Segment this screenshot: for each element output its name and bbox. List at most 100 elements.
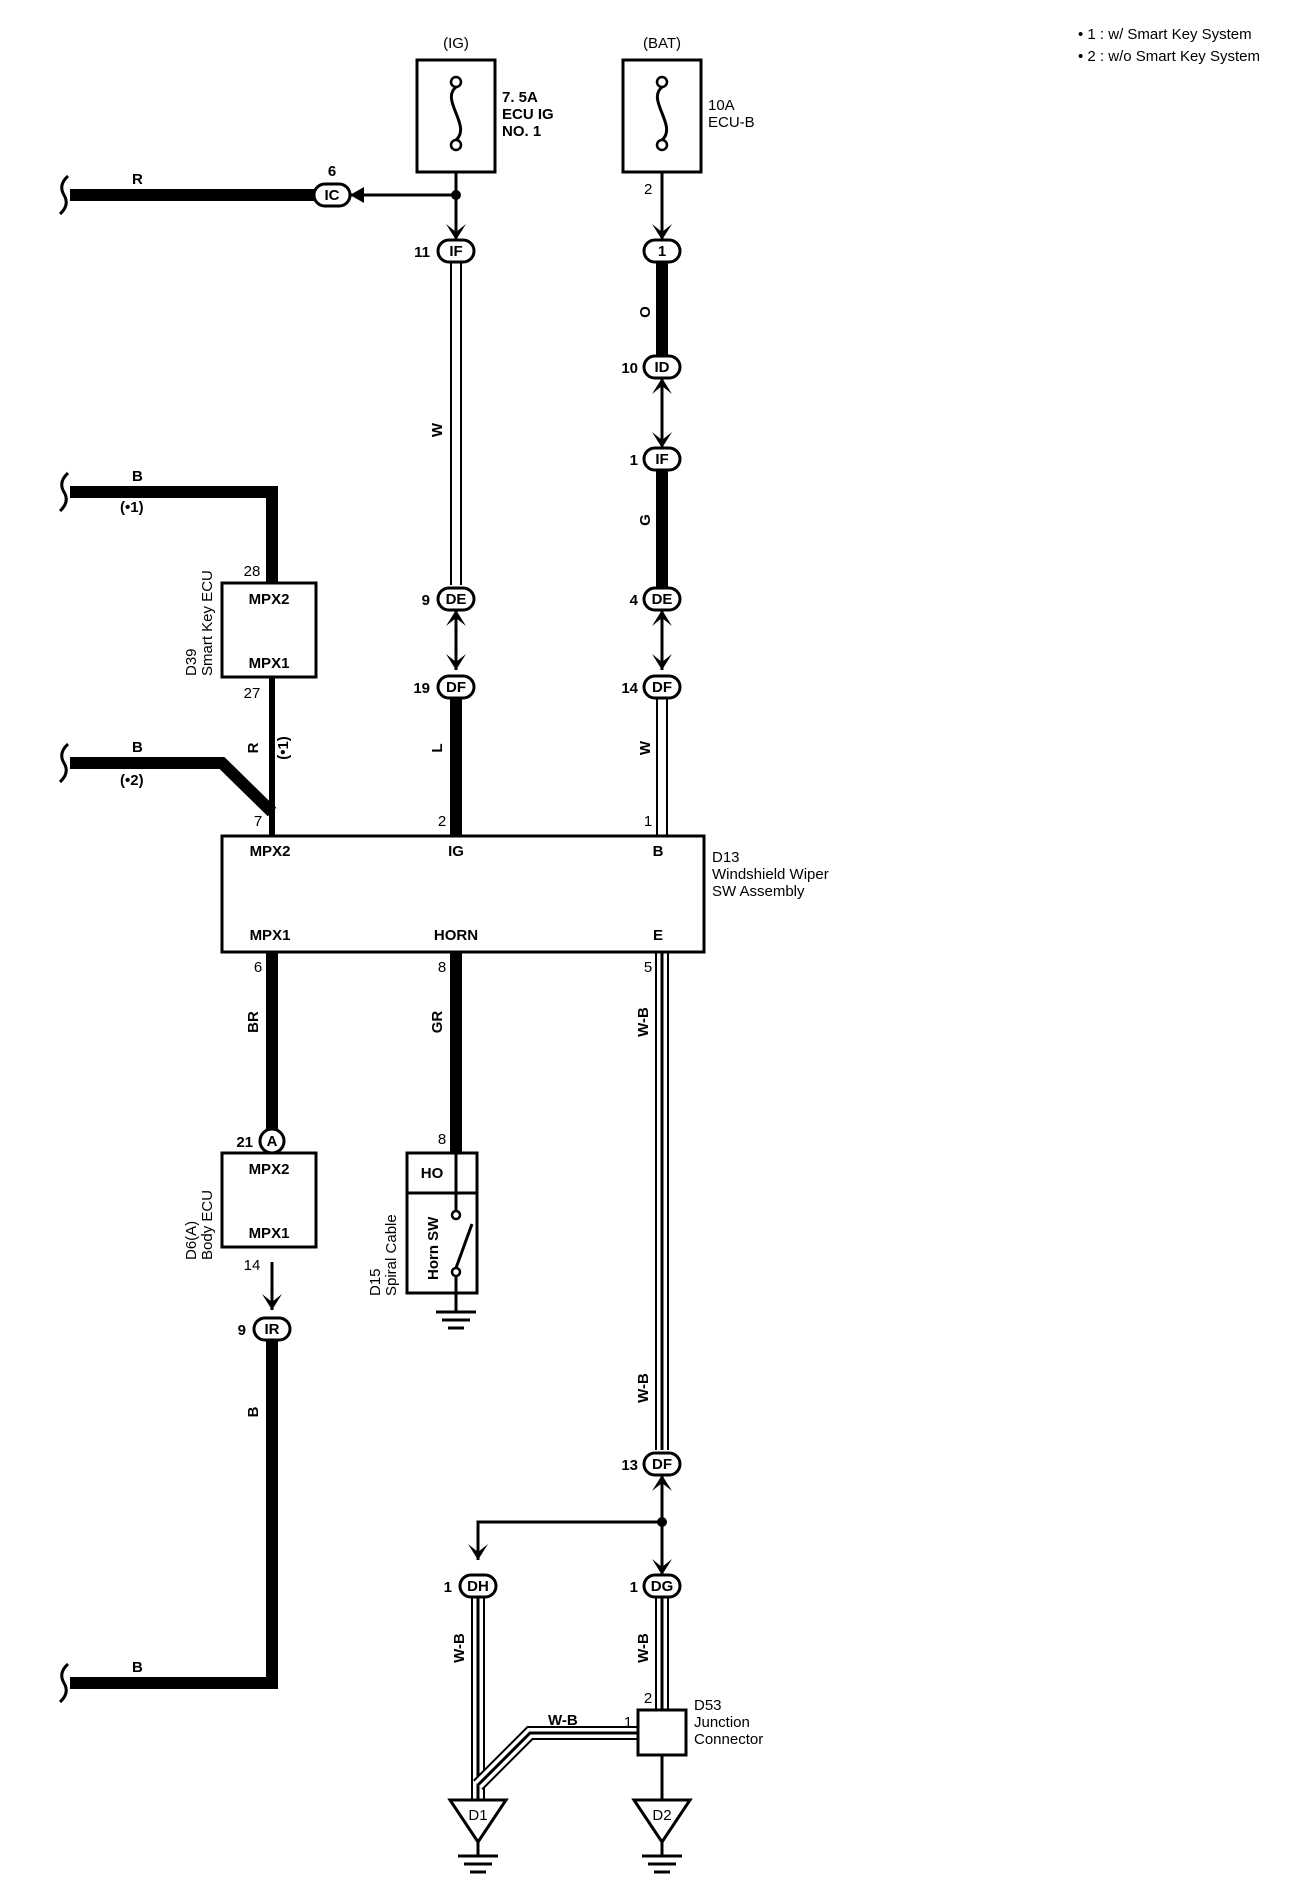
connectors-de-ig-code-label: DE xyxy=(446,591,467,608)
body-ecu: MPX2 MPX1 14 D6(A) Body ECU xyxy=(183,1151,318,1274)
connectors-df-bat-code-label: DF xyxy=(652,679,672,696)
components-wiper-sw-pins-mpx2-label: MPX2 xyxy=(250,843,291,860)
connectors-ir-pin-label: 9 xyxy=(238,1322,246,1339)
label-w-bat: W xyxy=(637,740,654,755)
arrow-de-ig-up xyxy=(446,610,466,626)
arrow-ir xyxy=(262,1294,282,1310)
connectors-df-bat-pin-label: 14 xyxy=(621,680,638,697)
components-body-ecu-pin-top-label: MPX2 xyxy=(249,1161,290,1178)
fuse-bat-rating: 10A xyxy=(708,97,735,114)
components-wiper-sw-pins-b-label: B xyxy=(653,843,664,860)
connectors: IC 6 IF 11 1 ID 10 IF 1 DE 9 xyxy=(236,163,682,1599)
arrow-if-bat xyxy=(652,224,672,240)
connector-if-ig: IF 11 xyxy=(414,238,476,264)
ground-d1: D1 xyxy=(447,1798,509,1874)
connectors-df-ground-code-label: DF xyxy=(652,1456,672,1473)
label-b-bottom: B xyxy=(132,1659,143,1676)
components-wiper-sw-pins-horn-label: HORN xyxy=(434,927,478,944)
label-b-1: B xyxy=(132,468,143,485)
components-wiper-sw-pin-nos-b-label: 1 xyxy=(644,813,652,830)
connectors-de-bat-code-label: DE xyxy=(652,591,673,608)
components-smart-key-ecu-pin-bottom-no-label: 27 xyxy=(244,685,261,702)
fuse-bat: (BAT) 10A ECU-B 2 xyxy=(621,35,755,198)
connectors-de-bat-pin-label: 4 xyxy=(630,592,639,609)
label-r-mpx: R xyxy=(245,742,262,753)
components-wiper-sw-pin-nos-horn-label: 8 xyxy=(438,959,446,976)
components-junction-pin-left-label: 1 xyxy=(624,1714,632,1731)
wire-end-r xyxy=(58,174,70,216)
components-smart-key-ecu-name-label: Smart Key ECU xyxy=(199,570,216,676)
connector-a-body: A 21 xyxy=(236,1127,286,1155)
connectors-a-body-pin-label: 21 xyxy=(236,1134,253,1151)
arrows xyxy=(262,187,672,1575)
fuse-bat-source: (BAT) xyxy=(643,35,681,52)
components-wiper-sw-name2-label: SW Assembly xyxy=(712,883,805,900)
arrow-df-bat xyxy=(652,654,672,670)
label-r-top: R xyxy=(132,171,143,188)
fuse-bat-out-pin: 2 xyxy=(644,181,652,198)
components-grounds-d2-label: D2 xyxy=(652,1807,671,1824)
legend-item-1: • 1 : w/ Smart Key System xyxy=(1078,26,1252,43)
label-wb-lower: W-B xyxy=(635,1373,652,1403)
components-wiper-sw-pins-e-label: E xyxy=(653,927,663,944)
connectors-df-ig-pin-label: 19 xyxy=(413,680,430,697)
connector-df-bat: DF 14 xyxy=(621,674,682,700)
components-wiper-sw-pin-nos-mpx2-label: 7 xyxy=(254,813,262,830)
connectors-if-bat-top-pin-label: 1 xyxy=(658,243,666,260)
connectors-if-ig-code-label: IF xyxy=(449,243,462,260)
components-body-ecu-code-label: D6(A) xyxy=(183,1221,200,1260)
wire-split-dh xyxy=(476,1520,662,1560)
junction-dots xyxy=(451,190,667,1738)
wire-b-ir xyxy=(70,1340,278,1689)
label-b-2: B xyxy=(132,739,143,756)
components-spiral-cable-code-label: D15 xyxy=(367,1268,384,1296)
label-wb-junction: W-B xyxy=(548,1712,578,1729)
connector-dg: DG 1 xyxy=(630,1573,682,1599)
arrow-dh xyxy=(468,1544,488,1560)
components-spiral-cable-pin-no-label: 8 xyxy=(438,1131,446,1148)
components-smart-key-ecu-pin-bottom-label: MPX1 xyxy=(249,655,290,672)
fuse-bat-name1: ECU-B xyxy=(708,114,755,131)
wire-end-b1 xyxy=(58,471,70,513)
connector-id: ID 10 xyxy=(621,354,682,380)
connectors-a-body-code-label: A xyxy=(267,1133,278,1150)
components-spiral-cable-switch-label: Horn SW xyxy=(425,1216,442,1280)
label-r-mpx-note: (•1) xyxy=(275,736,292,760)
label-wb-dg: W-B xyxy=(635,1633,652,1663)
label-b-ir: B xyxy=(245,1406,262,1417)
components-wiper-sw-pins-mpx1-label: MPX1 xyxy=(250,927,291,944)
fuse-ig-rating: 7. 5A xyxy=(502,89,538,106)
connector-ir: IR 9 xyxy=(238,1316,292,1342)
arrow-ic xyxy=(350,187,364,203)
fuse-ig-name1: ECU IG xyxy=(502,106,554,123)
fuse-ig-source: (IG) xyxy=(443,35,469,52)
label-o: O xyxy=(637,306,654,318)
arrow-id-up xyxy=(652,378,672,394)
label-gr: GR xyxy=(429,1011,446,1034)
connectors-ic-pin-label: 6 xyxy=(328,163,336,180)
connector-dh: DH 1 xyxy=(444,1573,498,1599)
connectors-dg-pin-label: 1 xyxy=(630,1579,638,1596)
connector-if-bat: IF 1 xyxy=(630,446,682,472)
connectors-dh-code-label: DH xyxy=(467,1578,489,1595)
connector-ic: IC 6 xyxy=(312,163,352,208)
junction-connector: 2 1 D53 Junction Connector xyxy=(624,1690,763,1757)
connectors-de-ig-pin-label: 9 xyxy=(422,592,430,609)
label-l: L xyxy=(429,743,446,752)
components-junction-name2-label: Connector xyxy=(694,1731,763,1748)
connectors-if-ig-pin-label: 11 xyxy=(414,244,430,261)
dot-ig-split xyxy=(451,190,461,200)
smart-key-ecu: MPX2 MPX1 28 27 D39 Smart Key ECU xyxy=(183,563,318,702)
label-br: BR xyxy=(245,1011,262,1033)
components-grounds-d1-label: D1 xyxy=(468,1807,487,1824)
components-junction-name1-label: Junction xyxy=(694,1714,750,1731)
components-junction-code-label: D53 xyxy=(694,1697,722,1714)
windshield-wiper-sw: MPX2 IG B MPX1 HORN E 7 2 1 6 8 5 D13 Wi… xyxy=(220,813,829,976)
label-wb-e: W-B xyxy=(635,1007,652,1037)
legend-item-2: • 2 : w/o Smart Key System xyxy=(1078,48,1260,65)
components-wiper-sw-name1-label: Windshield Wiper xyxy=(712,866,829,883)
label-w-ig: W xyxy=(429,422,446,437)
dot-ground-split xyxy=(657,1517,667,1527)
components-wiper-sw-pins-ig-label: IG xyxy=(448,843,464,860)
